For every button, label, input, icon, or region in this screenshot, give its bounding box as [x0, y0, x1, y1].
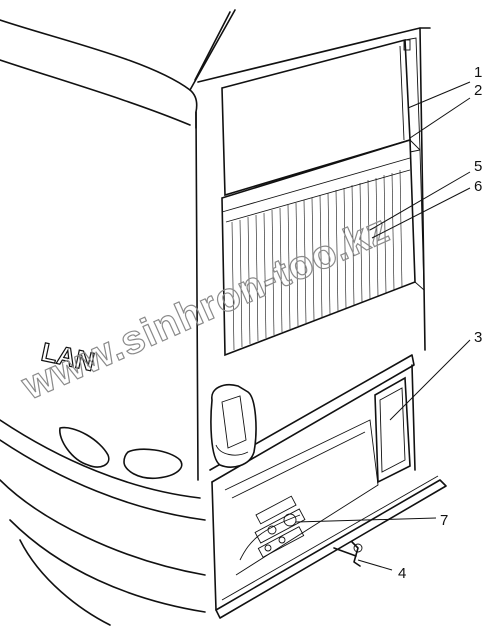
side-lamp-housing [210, 384, 257, 468]
leader-7 [295, 517, 437, 523]
grille-panel [221, 138, 425, 357]
callout-4: 4 [398, 565, 406, 582]
leader-2 [409, 97, 471, 139]
bus-body [0, 9, 431, 626]
latch-mechanism [239, 495, 306, 561]
leader-5 [369, 171, 471, 231]
callout-7: 7 [440, 512, 448, 529]
front-lights [59, 426, 183, 480]
leader-3 [389, 339, 471, 421]
callout-3: 3 [474, 329, 482, 346]
callout-1: 1 [474, 64, 482, 81]
callout-leaders [295, 81, 471, 571]
callout-5: 5 [474, 158, 482, 175]
leader-4 [357, 559, 393, 571]
callout-labels: 1 2 5 6 3 7 4 [398, 64, 482, 582]
lower-hatch [209, 354, 447, 619]
leader-1 [407, 81, 471, 109]
handle-key [333, 541, 363, 567]
callout-6: 6 [474, 178, 482, 195]
callout-2: 2 [474, 82, 482, 99]
leader-6 [371, 187, 471, 239]
grille-louvres [231, 169, 403, 351]
